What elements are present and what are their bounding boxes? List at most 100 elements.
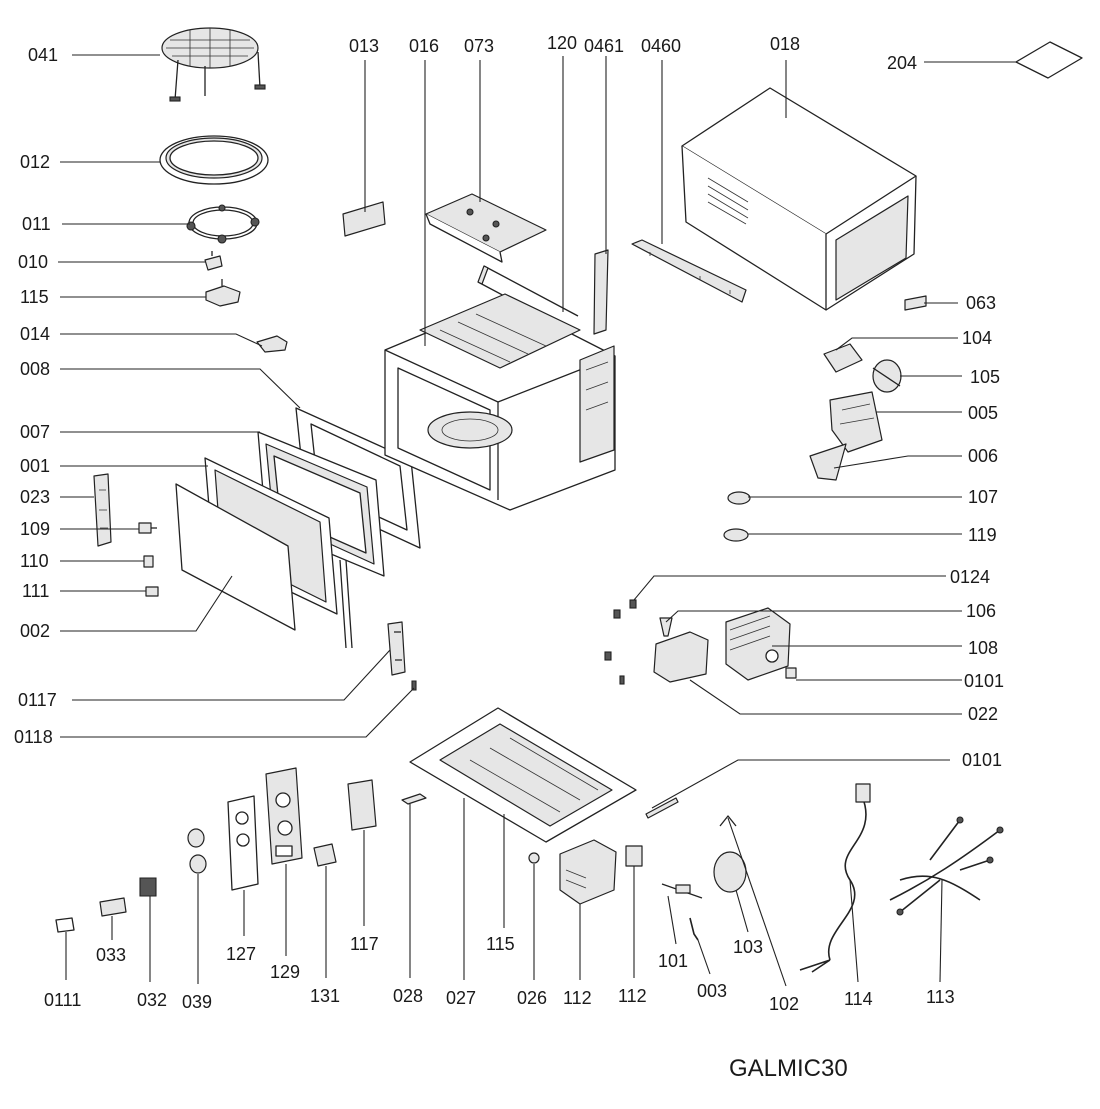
label-016: 016 — [409, 36, 439, 56]
part-0461-bracket — [593, 249, 609, 335]
part-027-base — [409, 707, 637, 843]
part-102-clip — [719, 815, 737, 827]
part-103-capacitor — [713, 851, 747, 893]
part-115-motor-top — [205, 279, 241, 307]
part-131-bracket — [313, 843, 337, 867]
label-115-top: 115 — [20, 287, 49, 307]
part-117-switch-box — [347, 779, 377, 831]
label-032: 032 — [137, 990, 167, 1010]
label-114: 114 — [844, 989, 873, 1009]
label-112-transformer: 112 — [563, 988, 592, 1008]
part-041-grill-rack — [161, 27, 266, 102]
label-0117: 0117 — [18, 690, 57, 710]
label-106: 106 — [966, 601, 996, 621]
label-073: 073 — [464, 36, 494, 56]
label-119: 119 — [968, 525, 997, 545]
label-033: 033 — [96, 945, 126, 965]
label-003: 003 — [697, 981, 727, 1001]
part-119-thermostat — [723, 528, 749, 542]
part-129-control-panel — [265, 767, 303, 865]
part-026-foot — [528, 852, 540, 864]
label-0101-right: 0101 — [964, 671, 1004, 691]
part-013-mica — [342, 201, 386, 237]
part-114-power-cord — [799, 783, 871, 973]
label-018: 018 — [770, 34, 800, 54]
label-0124: 0124 — [950, 567, 990, 587]
label-026: 026 — [517, 988, 547, 1008]
part-101-diode — [661, 883, 703, 899]
part-106-fuse — [659, 617, 673, 637]
label-0101-rod: 0101 — [962, 750, 1002, 770]
part-018-outer-case — [681, 87, 917, 311]
label-010: 010 — [18, 252, 48, 272]
label-063: 063 — [966, 293, 996, 313]
label-107: 107 — [968, 487, 998, 507]
label-104: 104 — [962, 328, 992, 348]
part-labels: 041 012 011 010 115 014 008 007 001 023 … — [14, 33, 1004, 1082]
part-028-foot — [401, 793, 427, 805]
part-063-clip — [904, 295, 927, 311]
part-022-waveguide — [653, 631, 709, 683]
part-204-label — [1015, 41, 1083, 79]
part-016-cavity — [384, 293, 616, 511]
part-111-switch — [145, 586, 159, 597]
label-039: 039 — [182, 992, 212, 1012]
label-0111: 0111 — [44, 990, 81, 1010]
label-103: 103 — [733, 937, 763, 957]
part-112-clamp — [625, 845, 643, 867]
label-101: 101 — [658, 951, 688, 971]
part-109-switch — [138, 522, 157, 534]
label-127: 127 — [226, 944, 256, 964]
label-109: 109 — [20, 519, 50, 539]
label-117: 117 — [350, 934, 379, 954]
label-113: 113 — [926, 987, 955, 1007]
part-0460-bracket — [631, 239, 747, 303]
part-104-board — [823, 343, 863, 373]
part-039-knobs — [187, 828, 207, 874]
part-0101-block — [785, 667, 797, 679]
part-112-transformer — [559, 839, 617, 905]
label-112-clamp: 112 — [618, 986, 647, 1006]
part-014-bracket — [256, 335, 288, 353]
part-073-heater-bracket — [425, 193, 547, 263]
label-022: 022 — [968, 704, 998, 724]
label-028: 028 — [393, 986, 423, 1006]
label-023: 023 — [20, 487, 50, 507]
part-0124-clips — [604, 599, 637, 685]
label-0460: 0460 — [641, 36, 681, 56]
label-110: 110 — [20, 551, 49, 571]
label-005: 005 — [968, 403, 998, 423]
part-006-fan-blade — [809, 443, 847, 481]
label-204: 204 — [887, 53, 917, 73]
part-010-coupler — [204, 251, 223, 271]
part-0111-label — [55, 917, 75, 933]
label-0461: 0461 — [584, 36, 624, 56]
part-127-panel-sticker — [227, 795, 259, 891]
label-0118: 0118 — [14, 727, 53, 747]
label-115-bottom: 115 — [486, 934, 515, 954]
label-129: 129 — [270, 962, 300, 982]
label-041: 041 — [28, 45, 58, 65]
label-105: 105 — [970, 367, 1000, 387]
label-131: 131 — [310, 986, 340, 1006]
part-107-thermostat — [727, 491, 751, 505]
label-007: 007 — [20, 422, 50, 442]
part-105-fan-motor — [872, 359, 902, 393]
part-023-latch — [93, 473, 112, 547]
part-110-switch — [143, 555, 154, 568]
label-108: 108 — [968, 638, 998, 658]
part-005-fan-bracket — [829, 391, 883, 453]
label-002: 002 — [20, 621, 50, 641]
part-0117-door-hook — [387, 621, 406, 676]
part-012-glass-tray — [159, 135, 269, 185]
part-002-door-glass — [175, 483, 296, 631]
label-001: 001 — [20, 456, 50, 476]
label-027: 027 — [446, 988, 476, 1008]
leader-lines — [58, 54, 1016, 987]
part-011-roller-ring — [186, 204, 260, 244]
label-008: 008 — [20, 359, 50, 379]
label-102: 102 — [769, 994, 799, 1014]
label-011: 011 — [22, 214, 51, 234]
label-111: 111 — [22, 581, 49, 601]
